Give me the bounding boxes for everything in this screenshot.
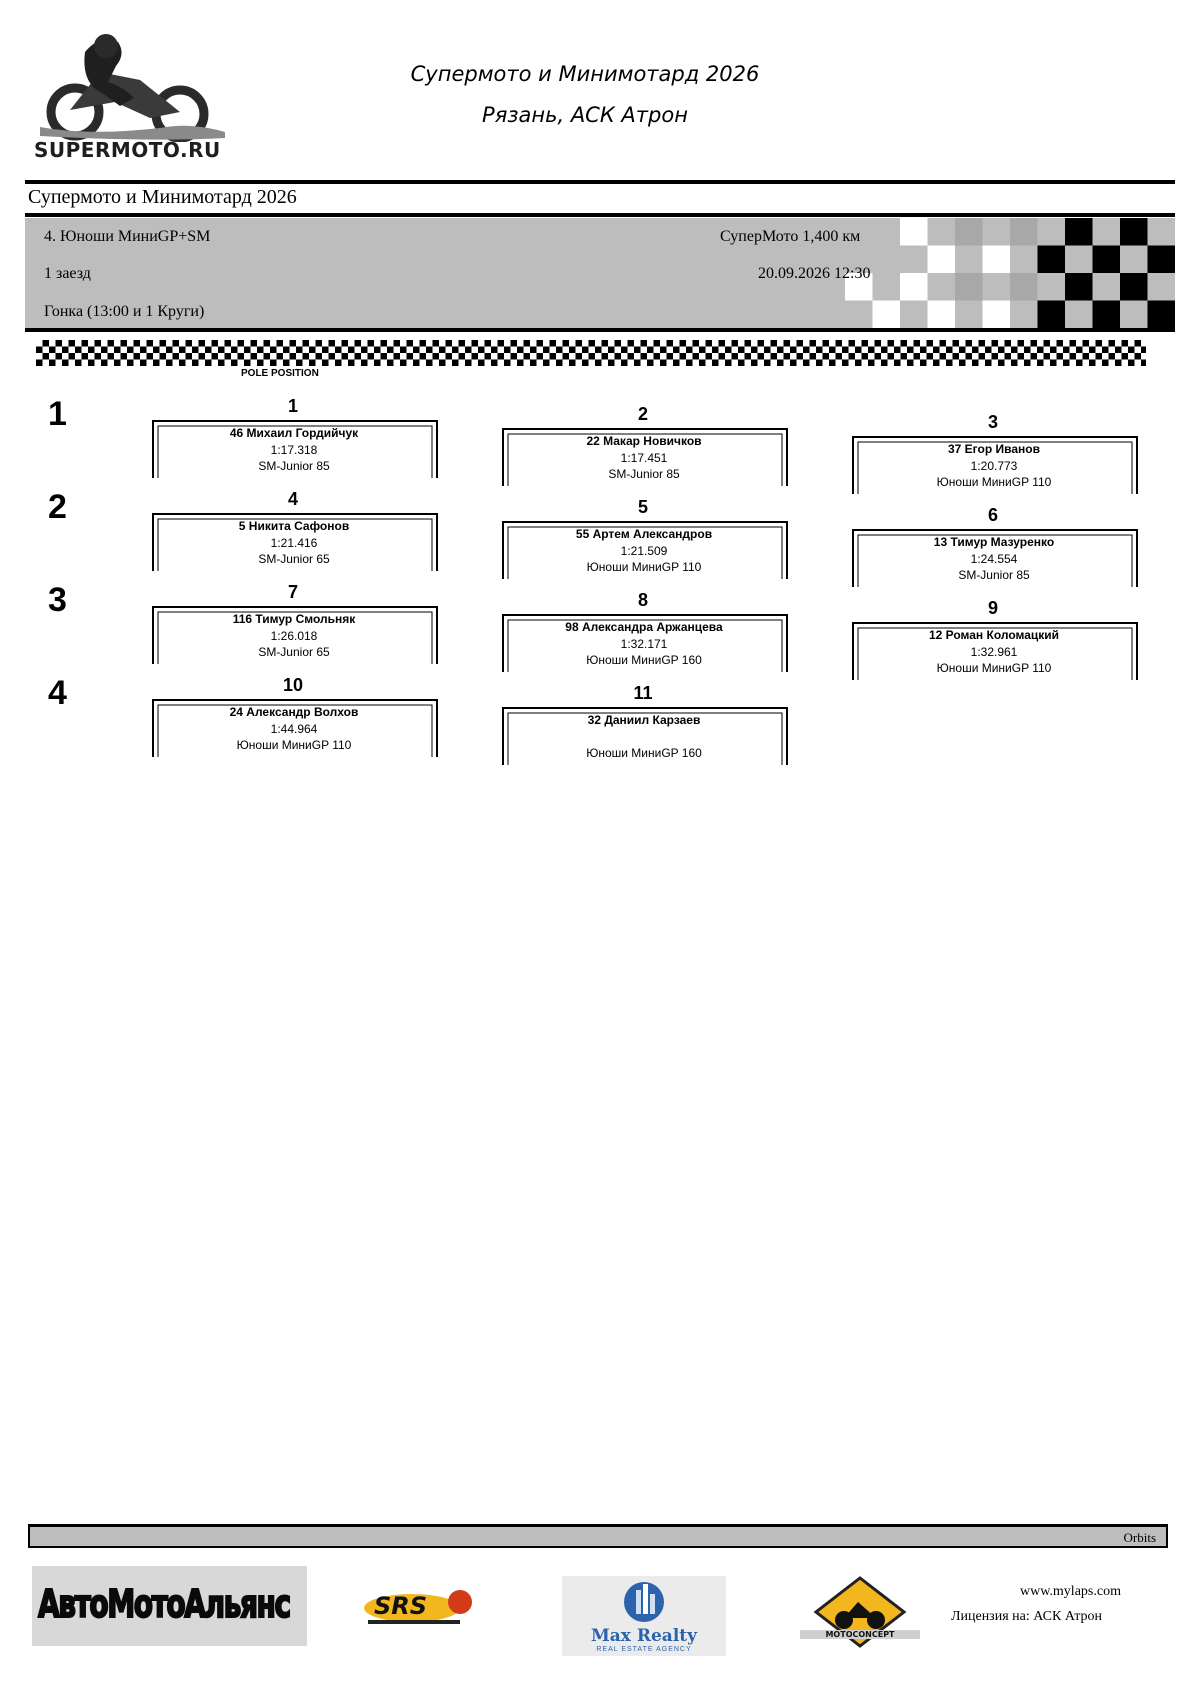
sponsor-name: Max Realty [590,1626,698,1646]
rider-name: 24 Александр Волхов [229,705,359,719]
rider-name: 22 Макар Новичков [586,434,702,448]
grid-position-number: 1 [287,396,298,416]
grid-row-number: 4 [48,674,67,712]
best-lap-time: 1:32.171 [620,637,668,651]
grid-position-number: 6 [987,505,998,525]
rider-class: Юноши МиниGP 110 [236,738,352,752]
grid-slot: 46 Михаил Гордийчук 1:17.318 SM-Junior 8… [152,420,438,478]
divider [25,328,1175,332]
sponsor-name: SRS [374,1592,428,1620]
rider-class: SM-Junior 65 [258,645,330,659]
grid-row-number: 3 [48,581,67,619]
timing-system-label: Orbits [1123,1530,1157,1545]
footer-bar: Orbits [28,1524,1168,1548]
supermoto-logo: SUPERMOTO.RU [30,32,230,164]
race-datetime: 20.09.2026 12:30 [758,265,871,282]
pole-position-label: POLE POSITION [241,368,319,379]
divider [25,213,1175,217]
rider-class: SM-Junior 85 [258,459,330,473]
rider-class: Юноши МиниGP 110 [586,560,702,574]
best-lap-time: 1:44.964 [270,722,318,736]
page-title: Супермото и Минимотард 2026 [410,62,760,86]
grid-position-number: 4 [287,489,298,509]
rider-class: Юноши МиниGP 160 [586,653,702,667]
rider-class: Юноши МиниGP 110 [936,475,1052,489]
rider-name: 116 Тимур Смольняк [232,612,356,626]
license-text: Лицензия на: АСК Атрон [951,1609,1103,1624]
rider-class: SM-Junior 85 [958,568,1030,582]
grid-position-number: 7 [287,582,298,602]
grid-position-number: 9 [987,598,998,618]
grid-slot: 12 Роман Коломацкий 1:32.961 Юноши МиниG… [852,622,1138,680]
motorcycle-rider-icon [40,34,225,143]
best-lap-time: 1:17.318 [270,443,318,457]
grid-position-number: 10 [282,675,304,695]
grid-slot: 55 Артем Александров 1:21.509 Юноши Мини… [502,521,788,579]
best-lap-time: 1:17.451 [620,451,668,465]
rider-name: 55 Артем Александров [575,527,713,541]
rider-name: 46 Михаил Гордийчук [229,426,359,440]
grid-row-number: 2 [48,488,67,526]
best-lap-time: 1:21.509 [620,544,668,558]
rider-name: 37 Егор Иванов [948,442,1040,456]
grid-position-number: 3 [987,412,998,432]
grid-slot: 13 Тимур Мазуренко 1:24.554 SM-Junior 85 [852,529,1138,587]
race-info-panel: 4. Юноши МиниGP+SM 1 заезд Гонка (13:00 … [25,218,1175,328]
best-lap-time: 1:20.773 [970,459,1018,473]
race-class: 4. Юноши МиниGP+SM [44,228,211,245]
event-title: Супермото и Минимотард 2026 [28,186,297,208]
grid-position-number: 11 [633,683,653,703]
rider-name: 13 Тимур Мазуренко [933,535,1055,549]
rider-class: Юноши МиниGP 160 [586,746,702,760]
best-lap-time: 1:21.416 [270,536,318,550]
grid-slot: 32 Даниил Карзаев Юноши МиниGP 160 [502,707,788,765]
sponsor-name: MOTOCONCEPT [800,1630,920,1639]
checkered-strip [36,340,1146,366]
sponsor-logo-motoconcept: MOTOCONCEPT [800,1576,920,1648]
sponsor-logo-avtomotoalyans: АвтоМотоАльянс [32,1566,307,1646]
rider-name: 5 Никита Сафонов [238,519,350,533]
rider-name: 12 Роман Коломацкий [928,628,1060,642]
grid-slot: 22 Макар Новичков 1:17.451 SM-Junior 85 [502,428,788,486]
best-lap-time: 1:26.018 [270,629,318,643]
grid-slot: 24 Александр Волхов 1:44.964 Юноши МиниG… [152,699,438,757]
grid-position-number: 2 [637,404,648,424]
divider [25,180,1175,184]
rider-class: Юноши МиниGP 110 [936,661,1052,675]
website-link[interactable]: www.mylaps.com [1020,1584,1121,1599]
grid-slot: 37 Егор Иванов 1:20.773 Юноши МиниGP 110 [852,436,1138,494]
globe-building-icon [624,1582,664,1622]
rider-name: 32 Даниил Карзаев [587,713,701,727]
rider-class: SM-Junior 85 [608,467,680,481]
page-subtitle: Рязань, АСК Атрон [482,103,688,127]
best-lap-time: 1:24.554 [970,552,1018,566]
sponsor-logo-srs: SRS [360,1586,480,1630]
grid-position-number: 5 [637,497,648,517]
grid-row-number: 1 [48,395,67,433]
warning-sign-icon [813,1576,907,1648]
grid-slot: 98 Александра Аржанцева 1:32.171 Юноши М… [502,614,788,672]
grid-slot: 5 Никита Сафонов 1:21.416 SM-Junior 65 [152,513,438,571]
rider-class: SM-Junior 65 [258,552,330,566]
checkered-flag-graphic [845,218,1175,328]
logo-text: SUPERMOTO.RU [34,138,221,162]
race-heat: 1 заезд [44,265,91,282]
srs-helmet-icon [364,1590,472,1624]
rider-name: 98 Александра Аржанцева [565,620,723,634]
best-lap-time: 1:32.961 [970,645,1018,659]
race-format: Гонка (13:00 и 1 Круги) [44,303,205,320]
track-length: СуперМото 1,400 км [720,228,861,245]
grid-position-number: 8 [637,590,648,610]
sponsor-logo-max-realty: Max Realty REAL ESTATE AGENCY [562,1576,726,1656]
sponsor-name: АвтоМотоАльянс [37,1581,292,1627]
grid-slot: 116 Тимур Смольняк 1:26.018 SM-Junior 65 [152,606,438,664]
sponsor-tagline: REAL ESTATE AGENCY [596,1646,692,1653]
